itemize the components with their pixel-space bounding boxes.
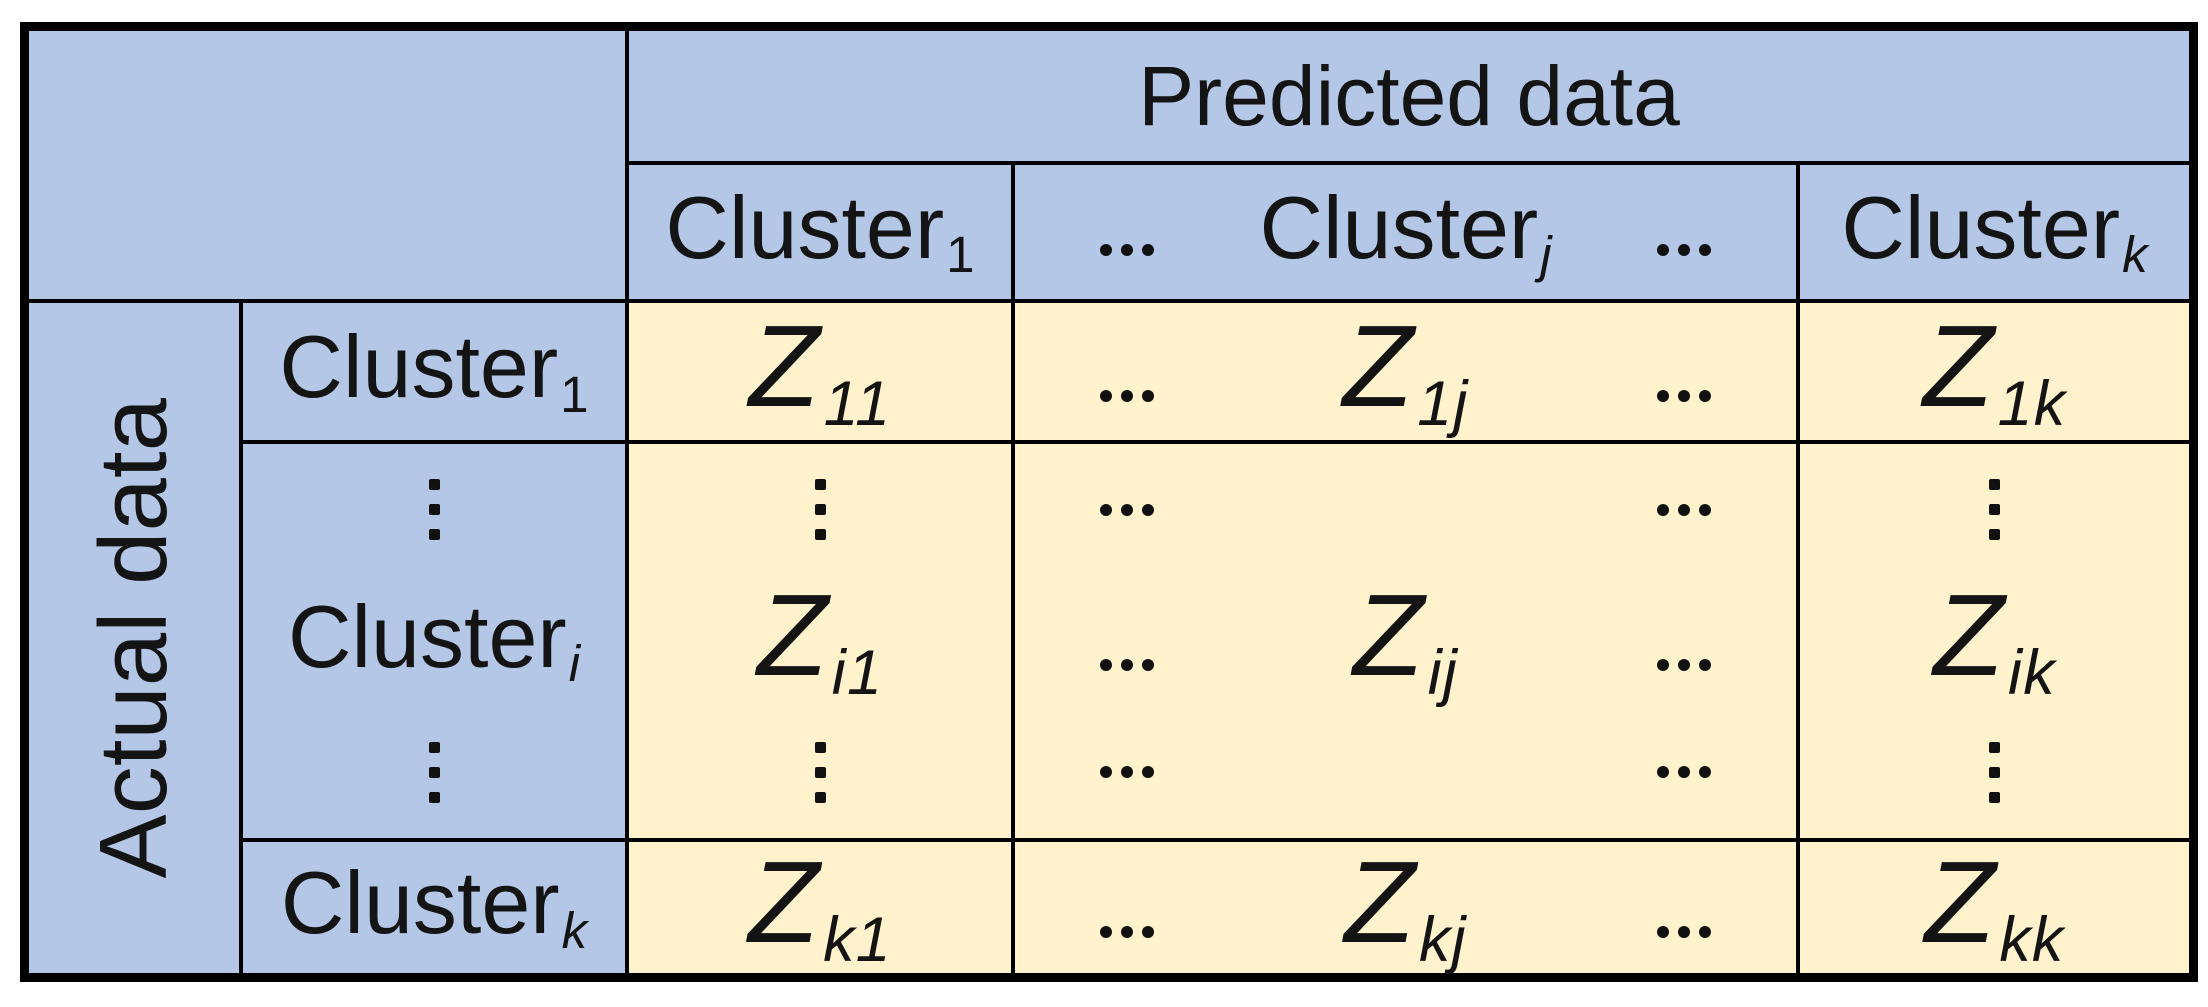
row-header-cluster-k-label: Clusterk (280, 853, 588, 959)
predicted-data-header: Predicted data (629, 31, 2189, 165)
subscript-1: 1 (560, 365, 589, 423)
subscript-i: i (568, 635, 581, 693)
vertical-ellipsis-icon (814, 741, 826, 803)
subscript-k: k (2122, 226, 2148, 284)
cell-z-ik: Zik (1800, 444, 2189, 842)
row-header-cluster-i-label: Clusteri (287, 586, 581, 693)
horizontal-ellipsis-icon (1657, 389, 1711, 402)
cell-gap-bottom (1015, 707, 1796, 838)
col-header-cluster-j: Clusterj (1015, 165, 1800, 303)
horizontal-ellipsis-icon (1657, 925, 1711, 938)
cluster-matrix-table: Predicted data Cluster1 Clusterj Cluster… (20, 22, 2198, 982)
corner-cell (29, 31, 629, 303)
vertical-ellipsis-icon (1989, 479, 2000, 541)
horizontal-ellipsis-icon (1657, 244, 1711, 256)
cell-z-ik-row: Zik (1800, 575, 2189, 706)
cell-z-11: Z11 (629, 303, 1015, 444)
row-header-cluster-1: Cluster1 (243, 303, 629, 444)
cell-z-1k: Z1k (1800, 303, 2189, 444)
col-header-cluster-k: Clusterk (1800, 165, 2189, 303)
cell-z-kk-value: Zkk (1924, 836, 2065, 975)
cell-z-i1: Zi1 (629, 444, 1015, 842)
cell-z-kj-value: Zkj (1344, 836, 1467, 975)
horizontal-ellipsis-icon (1657, 766, 1711, 779)
cell-gap-bottom (1800, 707, 2189, 838)
row-gap-top (243, 444, 625, 575)
row-gap-bottom (243, 707, 625, 838)
row-header-cluster-i: Clusteri (243, 444, 629, 842)
cell-z-ij-value: Zij (1352, 570, 1459, 709)
cell-z-ij: Zij (1015, 444, 1800, 842)
actual-data-label: Actual data (80, 397, 187, 879)
row-header-cluster-i-row: Clusteri (243, 575, 625, 706)
horizontal-ellipsis-icon (1657, 503, 1711, 516)
cell-z-i1-row: Zi1 (629, 575, 1011, 706)
cell-gap-top (1015, 444, 1796, 575)
cell-z-k1-value: Zk1 (748, 836, 892, 975)
predicted-data-label: Predicted data (1138, 49, 1680, 143)
subscript-k: k (561, 901, 588, 959)
vertical-ellipsis-icon (1989, 741, 2000, 803)
cell-z-ij-row: Zij (1015, 575, 1796, 706)
subscript-1: 1 (946, 226, 975, 284)
col-header-cluster-k-label: Clusterk (1841, 177, 2148, 284)
horizontal-ellipsis-icon (1100, 389, 1154, 402)
vertical-ellipsis-icon (428, 741, 440, 803)
subscript-j: j (1540, 226, 1552, 284)
row-header-cluster-1-label: Cluster1 (279, 317, 589, 423)
cell-gap-bottom (629, 707, 1011, 838)
col-header-cluster-1: Cluster1 (629, 165, 1015, 303)
cell-z-ik-value: Zik (1933, 570, 2056, 709)
vertical-ellipsis-icon (814, 479, 826, 541)
horizontal-ellipsis-icon (1100, 658, 1154, 671)
horizontal-ellipsis-icon (1100, 925, 1154, 938)
cell-z-k1: Zk1 (629, 842, 1015, 973)
horizontal-ellipsis-icon (1100, 244, 1154, 256)
vertical-ellipsis-icon (428, 479, 440, 541)
cell-z-i1-value: Zi1 (756, 570, 884, 709)
cell-z-1j: Z1j (1015, 303, 1800, 444)
actual-data-header: Actual data (29, 303, 243, 973)
horizontal-ellipsis-icon (1657, 658, 1711, 671)
cell-gap-top (1800, 444, 2189, 575)
col-header-cluster-1-label: Cluster1 (665, 177, 975, 284)
cell-z-kk: Zkk (1800, 842, 2189, 973)
horizontal-ellipsis-icon (1100, 503, 1154, 516)
cell-z-1j-value: Z1j (1342, 300, 1469, 439)
row-header-cluster-k: Clusterk (243, 842, 629, 973)
cell-z-kj: Zkj (1015, 842, 1800, 973)
horizontal-ellipsis-icon (1100, 766, 1154, 779)
col-header-cluster-j-label: Clusterj (1259, 177, 1552, 284)
cell-z-1k-value: Z1k (1922, 300, 2067, 439)
cell-z-11-value: Z11 (748, 300, 892, 439)
cell-gap-top (629, 444, 1011, 575)
